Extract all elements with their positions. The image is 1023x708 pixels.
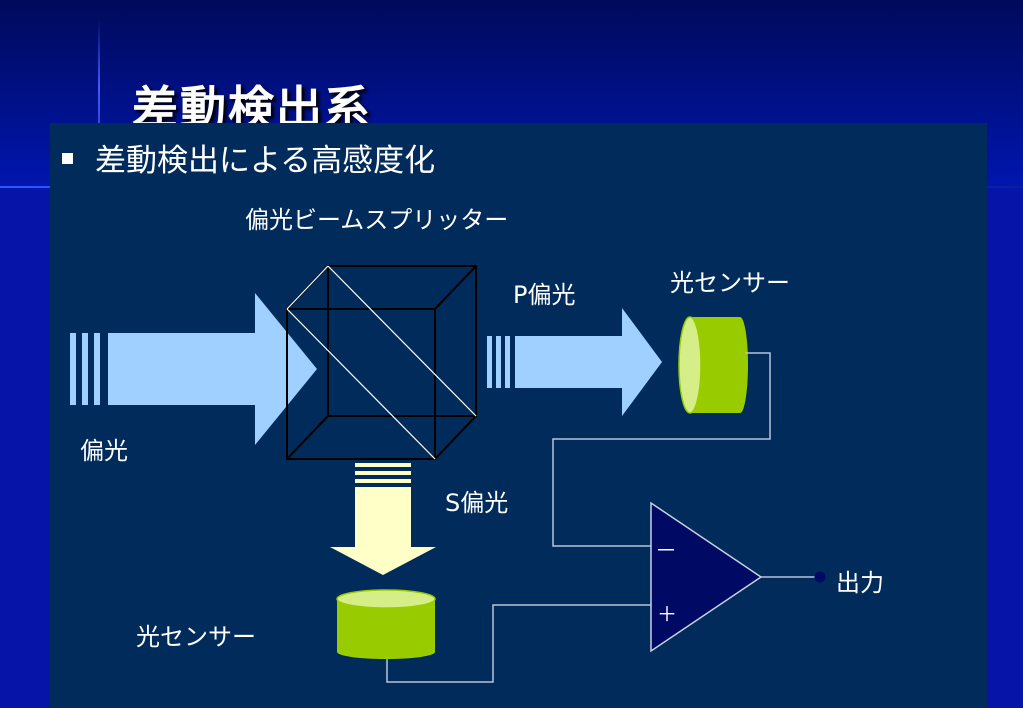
beam-splitter-diagonal bbox=[286, 265, 477, 460]
differential-amplifier bbox=[650, 501, 763, 653]
amp-plus-sign: ＋ bbox=[657, 602, 677, 626]
p-polarization-label: P偏光 bbox=[513, 281, 576, 309]
top-light-sensor bbox=[678, 316, 748, 414]
s-polarization-label: S偏光 bbox=[445, 489, 509, 517]
beam-splitter-label: 偏光ビームスプリッター bbox=[245, 206, 509, 234]
bullet-square-icon bbox=[62, 152, 73, 164]
beam-splitter-cube bbox=[286, 265, 477, 460]
input-polarization-label: 偏光 bbox=[80, 437, 128, 465]
p-beam-stripes bbox=[487, 336, 510, 388]
left-margin-strip bbox=[0, 190, 50, 708]
content-panel: 差動検出による高感度化 bbox=[50, 123, 987, 708]
signal-wires bbox=[386, 352, 820, 683]
bottom-sensor-label: 光センサー bbox=[136, 623, 256, 651]
bottom-light-sensor bbox=[336, 589, 436, 659]
p-beam-arrow bbox=[515, 308, 662, 416]
s-beam-arrow bbox=[330, 487, 436, 575]
bullet-text: 差動検出による高感度化 bbox=[95, 142, 436, 179]
input-beam-arrow bbox=[108, 293, 317, 445]
top-sensor-label: 光センサー bbox=[670, 269, 790, 297]
right-margin-strip bbox=[987, 190, 1023, 708]
output-label: 出力 bbox=[836, 569, 884, 597]
s-beam-stripes bbox=[355, 463, 411, 483]
differential-detection-diagram bbox=[70, 265, 826, 683]
output-terminal bbox=[814, 571, 826, 583]
input-beam-stripes bbox=[70, 333, 100, 405]
bullet-item: 差動検出による高感度化 bbox=[62, 135, 435, 179]
amp-minus-sign: － bbox=[655, 539, 678, 564]
title-accent-line bbox=[98, 20, 100, 130]
